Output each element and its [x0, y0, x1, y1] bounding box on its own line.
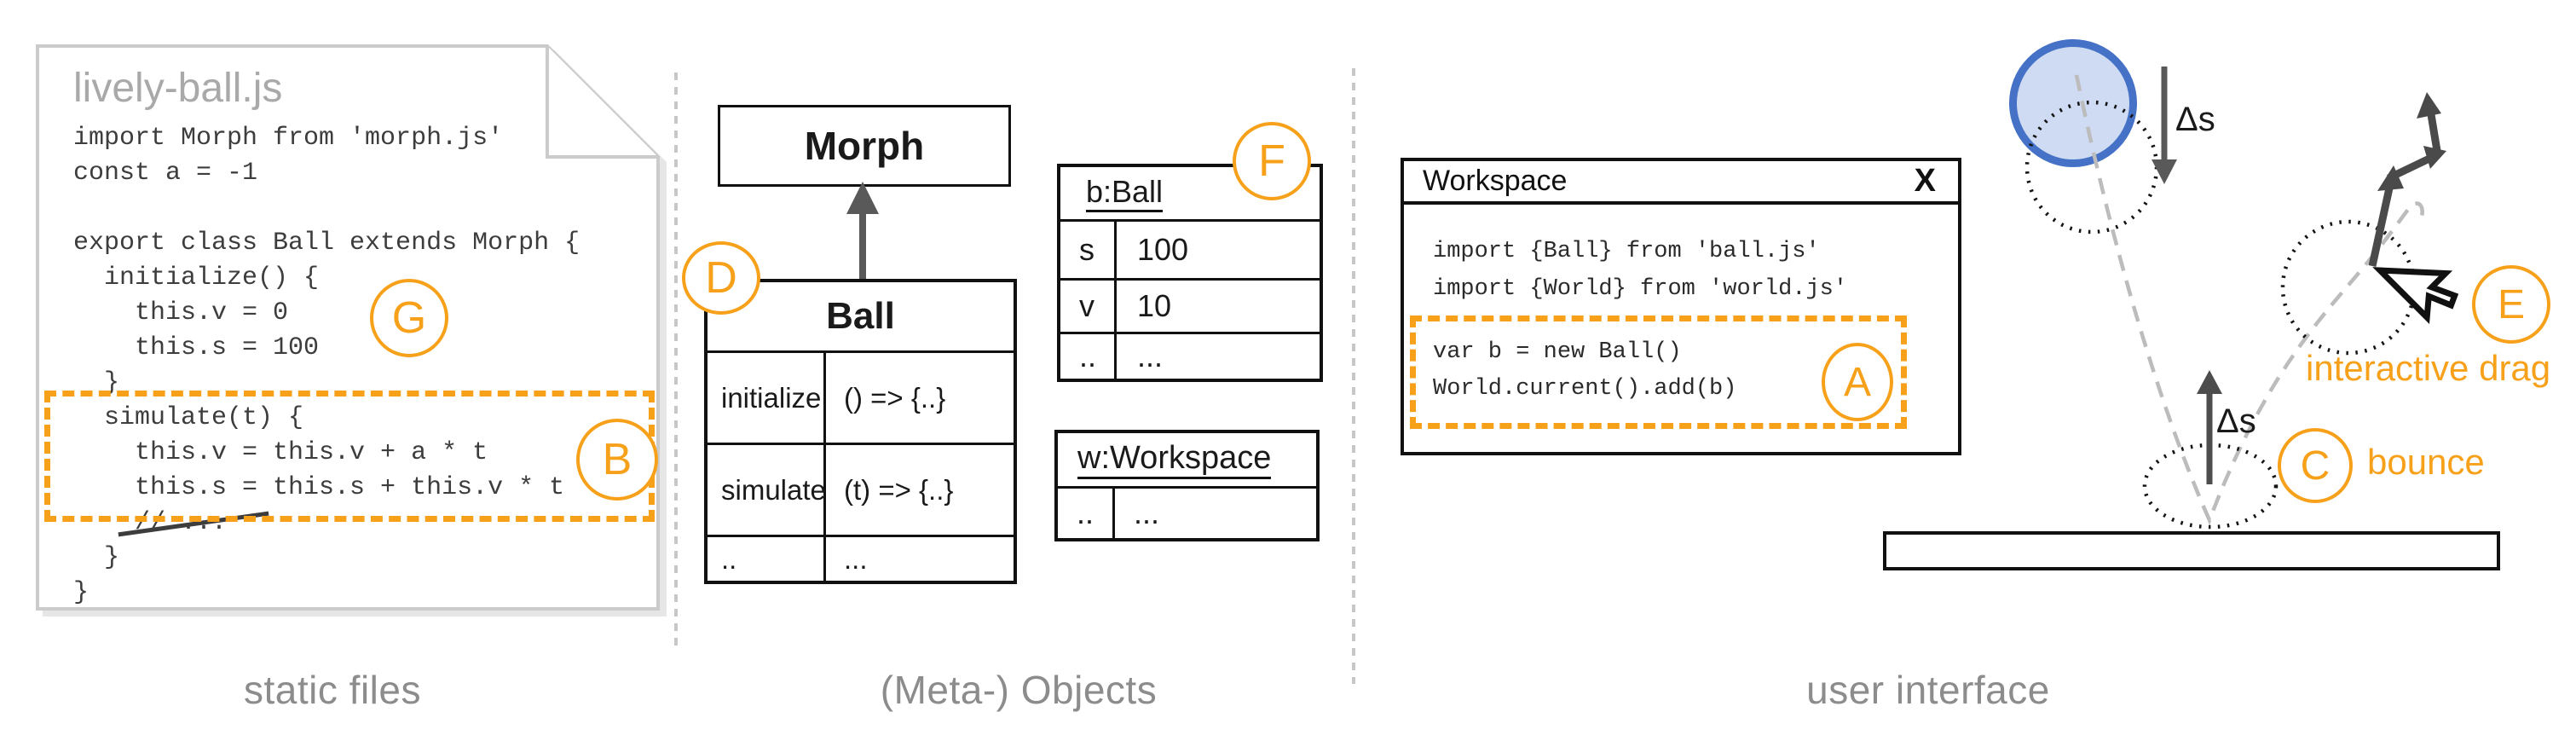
annotation-circle-b: B	[576, 419, 658, 501]
annotation-circle-c: C	[2278, 428, 2353, 503]
workspace-title: Workspace	[1423, 165, 1568, 197]
file-name: lively-ball.js	[73, 66, 283, 111]
table-row: v 10	[1060, 281, 1320, 334]
code-line: import {World} from 'world.js'	[1433, 276, 1848, 302]
code-line: this.v = this.v + a * t	[73, 438, 488, 467]
drag-path-arrows	[2368, 92, 2446, 267]
ball-class-table: Ball initialize () => {..} simulate (t) …	[704, 279, 1017, 584]
section-label-meta-objects: (Meta-) Objects	[880, 668, 1158, 712]
workspace-imports[interactable]: import {Ball} from 'ball.js' import {Wor…	[1433, 233, 1847, 308]
file-code-block: import Morph from 'morph.js' const a = -…	[73, 121, 580, 611]
code-line	[73, 191, 580, 226]
table-row: .. ...	[708, 537, 1014, 581]
bounce-label: bounce	[2367, 442, 2485, 482]
table-row: s 100	[1060, 222, 1320, 281]
ball-class-title: Ball	[708, 282, 1014, 353]
code-line: var b = new Ball()	[1433, 339, 1682, 365]
code-line: import Morph from 'morph.js'	[73, 124, 504, 153]
ball-instance-title: b:Ball	[1060, 167, 1320, 222]
code-line: import {Ball} from 'ball.js'	[1433, 239, 1820, 264]
ghost-ball-bounce	[2142, 443, 2279, 530]
annotation-circle-a: A	[1822, 343, 1893, 421]
code-line: World.current().add(b)	[1433, 376, 1737, 402]
code-line: }	[73, 543, 120, 572]
highlight-box-simulate	[44, 391, 655, 522]
section-label-static-files: static files	[244, 668, 421, 712]
inheritance-arrow	[846, 182, 879, 279]
annotation-circle-g: G	[370, 279, 448, 357]
delta-s-label-top: Δs	[2175, 101, 2215, 138]
delta-s-label-bottom: Δs	[2216, 402, 2256, 440]
code-line: initialize() {	[73, 263, 320, 292]
cursor-icon	[2372, 267, 2459, 324]
morph-class-box: Morph	[718, 105, 1011, 187]
table-row: .. ...	[1058, 489, 1316, 538]
ball-morph[interactable]	[2009, 39, 2137, 167]
code-line: const a = -1	[73, 159, 258, 188]
close-button[interactable]: X	[1914, 163, 1936, 199]
workspace-titlebar: Workspace X	[1404, 161, 1958, 205]
highlight-box-snippet	[1410, 316, 1907, 429]
workspace-snippet[interactable]: var b = new Ball() World.current().add(b…	[1433, 334, 1736, 408]
code-line: this.s = this.s + this.v * t	[73, 473, 565, 502]
annotation-circle-d: D	[682, 241, 760, 315]
table-row: .. ...	[1060, 334, 1320, 379]
code-line: }	[73, 578, 90, 607]
ground-bar	[1883, 531, 2500, 570]
table-row: initialize () => {..}	[708, 353, 1014, 445]
section-divider-left	[674, 72, 678, 652]
delta-s-down-arrow	[2151, 67, 2177, 184]
code-line: }	[73, 368, 120, 397]
annotation-circle-e: E	[2472, 265, 2550, 344]
code-line: this.v = 0	[73, 298, 289, 327]
table-row: simulate (t) => {..}	[708, 445, 1014, 537]
code-line: export class Ball extends Morph {	[73, 229, 580, 258]
ghost-ball-drag	[2280, 219, 2417, 356]
interactive-drag-label: interactive drag	[2306, 348, 2551, 388]
code-line: simulate(t) {	[73, 403, 304, 432]
workspace-instance-title: w:Workspace	[1058, 433, 1316, 489]
section-divider-right	[1352, 68, 1355, 684]
code-line: this.s = 100	[73, 333, 320, 362]
workspace-instance-table: w:Workspace .. ...	[1054, 430, 1320, 541]
section-label-user-interface: user interface	[1806, 668, 2050, 712]
ball-instance-table: b:Ball s 100 v 10 .. ...	[1057, 164, 1323, 382]
annotation-circle-f: F	[1233, 122, 1311, 200]
